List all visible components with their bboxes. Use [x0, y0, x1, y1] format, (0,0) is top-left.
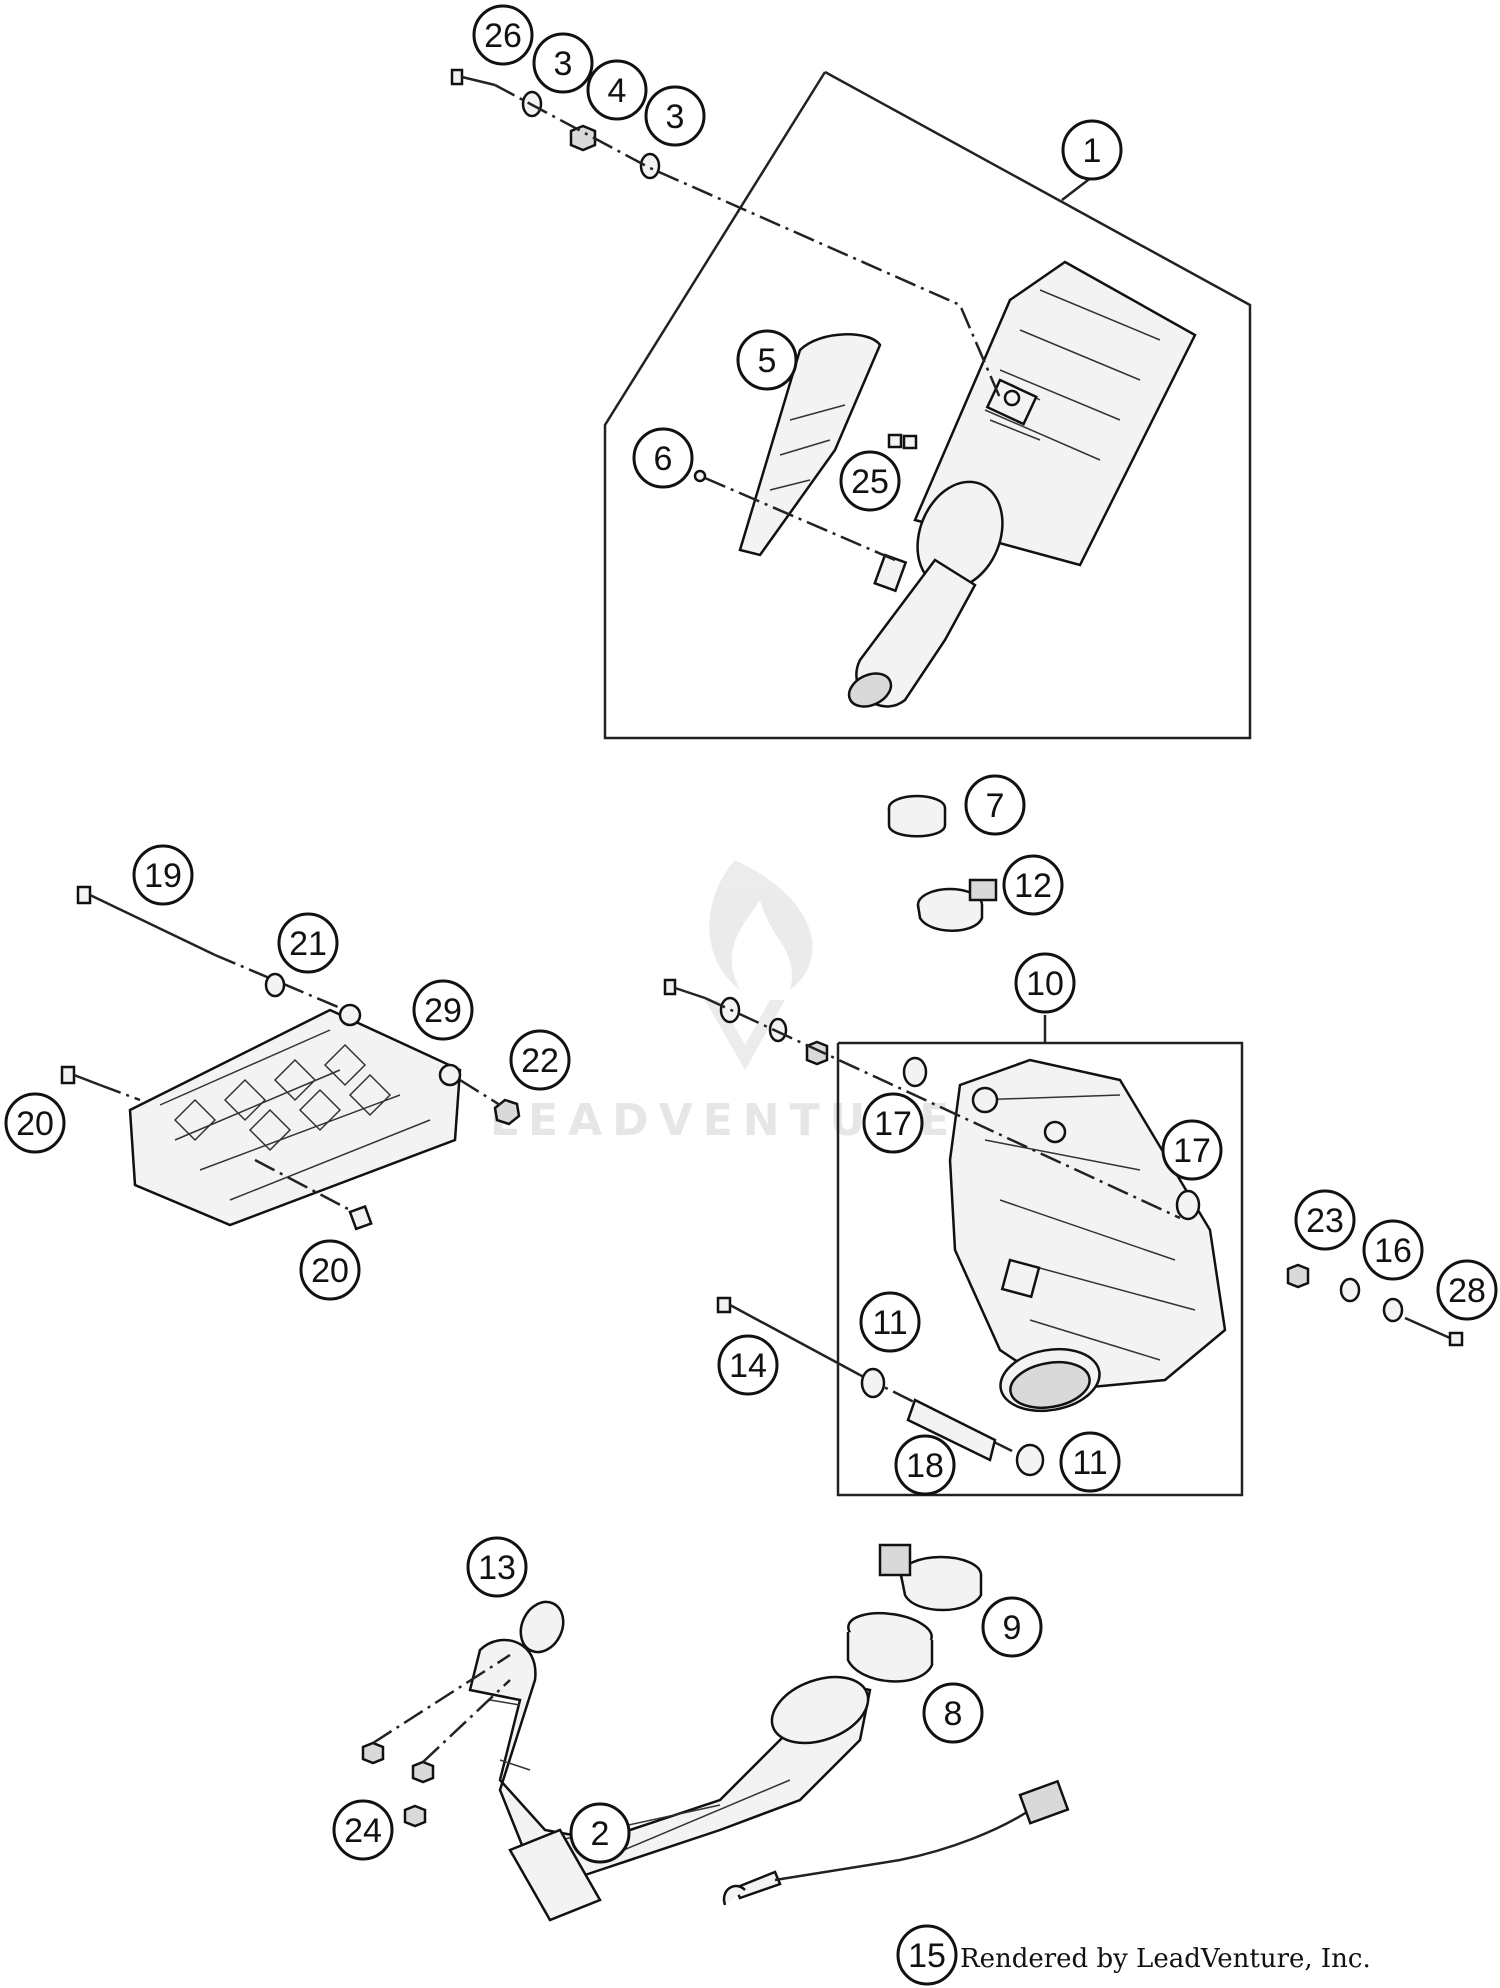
callout-1: 1 — [1061, 119, 1123, 181]
svg-text:2: 2 — [591, 1815, 610, 1853]
header-pipe-assembly — [361, 1543, 1070, 1922]
svg-text:12: 12 — [1014, 867, 1052, 905]
callout-15: 15 — [896, 1924, 958, 1986]
svg-text:8: 8 — [944, 1695, 963, 1733]
callout-19: 19 — [132, 844, 194, 906]
callout-25: 25 — [839, 450, 901, 512]
svg-text:26: 26 — [484, 17, 522, 55]
callout-17-second: 17 — [1161, 1119, 1223, 1181]
svg-text:21: 21 — [289, 925, 327, 963]
svg-text:29: 29 — [424, 992, 462, 1030]
svg-text:7: 7 — [986, 787, 1005, 825]
callout-18: 18 — [894, 1434, 956, 1496]
callout-29: 29 — [412, 979, 474, 1041]
connecting-sleeve — [887, 794, 947, 838]
svg-text:15: 15 — [908, 1937, 946, 1975]
silencer-group-frame — [603, 70, 1252, 740]
catalytic-group-frame — [836, 1041, 1244, 1497]
callout-20-second: 20 — [299, 1239, 361, 1301]
silencer-assembly — [450, 68, 1252, 740]
svg-text:3: 3 — [666, 98, 685, 136]
callout-2: 2 — [569, 1802, 631, 1864]
callout-10: 10 — [1014, 952, 1076, 1014]
svg-text:16: 16 — [1374, 1232, 1412, 1270]
callout-21: 21 — [277, 912, 339, 974]
bolt-26-stack — [450, 68, 1002, 399]
callout-24: 24 — [332, 1799, 394, 1861]
svg-text:20: 20 — [311, 1252, 349, 1290]
callout-4: 4 — [586, 59, 648, 121]
svg-text:11: 11 — [1072, 1444, 1107, 1482]
render-credit: Rendered by LeadVenture, Inc. — [960, 1944, 1371, 1974]
callout-3-second: 3 — [644, 85, 706, 147]
svg-text:24: 24 — [344, 1812, 382, 1850]
callout-14: 14 — [717, 1334, 779, 1396]
svg-text:10: 10 — [1026, 965, 1064, 1003]
callout-20: 20 — [4, 1092, 66, 1154]
callout-12: 12 — [1002, 854, 1064, 916]
svg-text:20: 20 — [16, 1105, 54, 1143]
svg-text:3: 3 — [554, 45, 573, 83]
callout-7: 7 — [964, 774, 1026, 836]
svg-text:1: 1 — [1083, 132, 1102, 170]
callout-28: 28 — [1436, 1259, 1498, 1321]
svg-text:19: 19 — [144, 857, 182, 895]
screw-6 — [693, 469, 896, 562]
svg-text:17: 17 — [1173, 1132, 1211, 1170]
callout-23: 23 — [1294, 1189, 1356, 1251]
svg-text:11: 11 — [872, 1304, 907, 1342]
silencer-heat-shield — [738, 333, 882, 557]
callout-9: 9 — [981, 1596, 1043, 1658]
svg-text:22: 22 — [521, 1042, 559, 1080]
callout-26: 26 — [472, 4, 534, 66]
svg-text:4: 4 — [608, 72, 627, 110]
callout-11: 11 — [859, 1291, 921, 1353]
svg-text:14: 14 — [729, 1347, 767, 1385]
callout-16: 16 — [1362, 1219, 1424, 1281]
svg-text:5: 5 — [758, 342, 777, 380]
callout-11-second: 11 — [1059, 1431, 1121, 1493]
svg-text:6: 6 — [654, 440, 673, 478]
callout-8: 8 — [922, 1682, 984, 1744]
clip-pair — [887, 433, 918, 450]
callout-3: 3 — [532, 32, 594, 94]
svg-text:25: 25 — [851, 463, 889, 501]
callout-22: 22 — [509, 1029, 571, 1091]
heat-guard-bracket — [60, 885, 521, 1231]
silencer-muffler — [847, 260, 1197, 708]
callout-5: 5 — [736, 329, 798, 391]
svg-text:23: 23 — [1306, 1202, 1344, 1240]
callout-17: 17 — [862, 1092, 924, 1154]
svg-text:17: 17 — [874, 1105, 912, 1143]
callout-6: 6 — [632, 427, 694, 489]
exhaust-clamp-12 — [916, 878, 998, 932]
watermark-logo — [705, 860, 813, 1070]
catalytic-converter-assembly — [663, 978, 1464, 1497]
svg-text:28: 28 — [1448, 1272, 1486, 1310]
svg-text:9: 9 — [1003, 1609, 1022, 1647]
svg-text:18: 18 — [906, 1447, 944, 1485]
callout-13: 13 — [466, 1536, 528, 1598]
svg-text:13: 13 — [478, 1549, 516, 1587]
